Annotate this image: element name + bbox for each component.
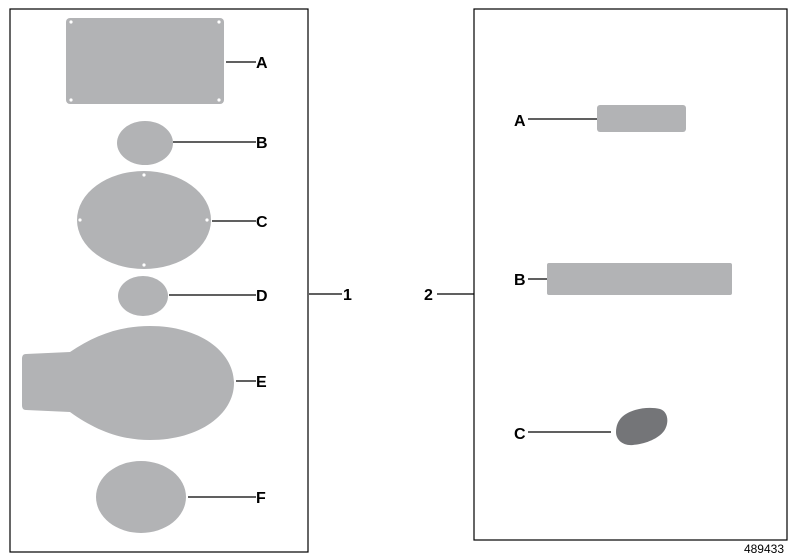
part-2a[interactable]: A xyxy=(514,105,686,132)
part-1c-label: C xyxy=(256,214,268,231)
part-2b-shape xyxy=(547,263,732,295)
part-1a-hole xyxy=(217,98,221,102)
part-2b[interactable]: B xyxy=(514,263,732,295)
part-2a-shape xyxy=(597,105,686,132)
part-1b-label: B xyxy=(256,135,268,152)
part-1d-label: D xyxy=(256,288,268,305)
document-id: 489433 xyxy=(744,542,784,556)
part-2b-label: B xyxy=(514,272,526,289)
part-2c-label: C xyxy=(514,426,526,443)
part-1c[interactable]: C xyxy=(77,171,268,269)
part-1c-hole xyxy=(205,218,209,222)
part-1f-label: F xyxy=(256,490,266,507)
part-1c-shape xyxy=(77,171,211,269)
group-1-frame xyxy=(9,8,309,553)
part-1f[interactable]: F xyxy=(96,461,266,533)
part-1c-hole xyxy=(78,218,82,222)
part-1a-hole xyxy=(217,20,221,24)
group-1-number: 1 xyxy=(343,287,352,304)
part-1c-hole xyxy=(142,263,146,267)
part-1a-hole xyxy=(69,98,73,102)
part-1d[interactable]: D xyxy=(118,276,268,316)
part-1a[interactable]: A xyxy=(66,18,268,104)
part-1a-hole xyxy=(69,20,73,24)
group-2-number: 2 xyxy=(424,287,433,304)
part-1a-label: A xyxy=(256,55,268,72)
part-1f-shape xyxy=(96,461,186,533)
part-2c-shape xyxy=(616,407,668,446)
part-1e-label: E xyxy=(256,374,267,391)
group-1-callout[interactable]: 1 xyxy=(309,287,352,304)
part-1e-shape xyxy=(22,326,234,440)
part-1b[interactable]: B xyxy=(117,121,268,165)
part-1e[interactable]: E xyxy=(22,326,267,440)
part-1c-hole xyxy=(142,173,146,177)
part-1b-shape xyxy=(117,121,173,165)
part-2c[interactable]: C xyxy=(514,407,668,446)
group-2-frame xyxy=(473,8,788,541)
part-1a-shape xyxy=(66,18,224,104)
part-2a-label: A xyxy=(514,113,526,130)
group-2-callout[interactable]: 2 xyxy=(424,287,474,304)
part-1d-shape xyxy=(118,276,168,316)
